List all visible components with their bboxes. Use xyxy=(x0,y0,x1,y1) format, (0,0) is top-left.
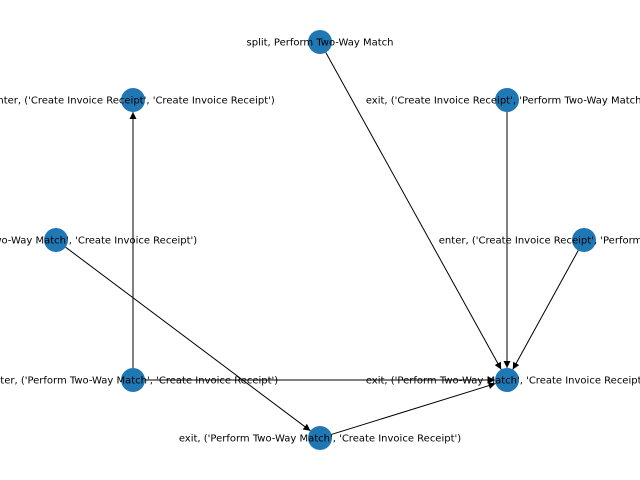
node-n5 xyxy=(572,228,596,252)
node-label-n2: enter, ('Create Invoice Receipt', 'Creat… xyxy=(0,96,275,107)
node-label-n6: enter, ('Perform Two-Way Match', 'Create… xyxy=(0,376,278,387)
node-n3 xyxy=(495,88,519,112)
node-n4 xyxy=(44,228,68,252)
node-label-n8: exit, ('Perform Two-Way Match', 'Create … xyxy=(179,434,461,445)
node-label-n1: split, Perform Two-Way Match xyxy=(247,38,394,49)
edge-n8-n7 xyxy=(331,382,496,435)
node-n6 xyxy=(121,368,145,392)
node-n2 xyxy=(121,88,145,112)
edges-layer xyxy=(65,52,579,435)
node-n8 xyxy=(308,426,332,450)
edge-n4-n8 xyxy=(65,246,311,432)
labels-layer: split, Perform Two-Way Match enter, ('Cre… xyxy=(0,38,640,445)
node-label-n3: exit, ('Create Invoice Receipt', 'Perfor… xyxy=(366,96,640,107)
node-label-n5: enter, ('Create Invoice Receipt', 'Perfo… xyxy=(439,236,640,247)
node-label-n7: exit, ('Perform Two-Way Match', 'Create … xyxy=(366,376,640,387)
edge-n1-n7 xyxy=(325,52,502,370)
node-n1 xyxy=(308,30,332,54)
edge-n5-n7 xyxy=(512,250,579,370)
node-label-n4: exit, ('Perform Two-Way Match', 'Create … xyxy=(0,236,197,247)
nodes-layer xyxy=(44,30,596,450)
node-n7 xyxy=(495,368,519,392)
